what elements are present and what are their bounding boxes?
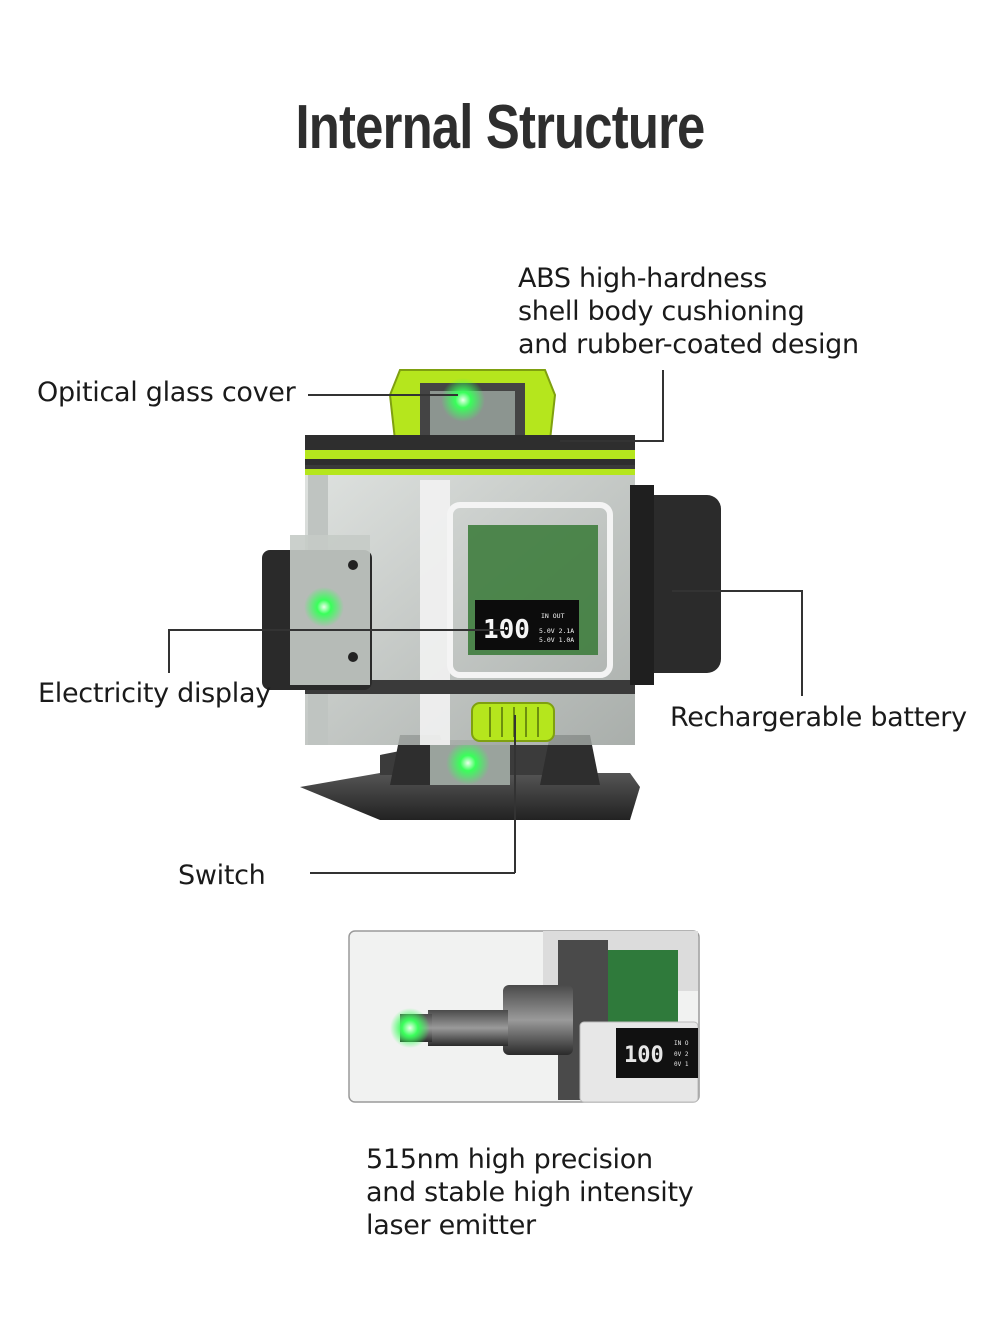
- left-laser-glow: [304, 587, 344, 627]
- laser-level-illustration: 100 IN OUT 5.0V 2.1A 5.0V 1.0A: [262, 369, 721, 820]
- electricity-display-pointer-h: [168, 629, 504, 631]
- laser-emitter-inset: 100 IN O 0V 2 0V 1: [348, 930, 700, 1103]
- electricity-display-screen: [475, 600, 579, 650]
- display-header: IN OUT: [541, 612, 565, 620]
- glass-cover-label: Opitical glass cover: [37, 377, 296, 408]
- display-row-1: 5.0V 2.1A: [539, 627, 574, 635]
- top-laser-glow: [441, 378, 485, 422]
- inset-display-reading: 100: [624, 1043, 664, 1068]
- laser-emitter-label: 515nm high precision and stable high int…: [366, 1144, 694, 1241]
- rechargeable-battery-label: Rechargerable battery: [670, 702, 967, 733]
- electricity-display-label: Electricity display: [38, 678, 271, 709]
- battery-pack: [635, 495, 721, 673]
- abs-shell-pointer-h: [560, 440, 664, 442]
- switch-pointer-h: [310, 872, 515, 874]
- electricity-display-pointer-v: [168, 629, 170, 673]
- display-row-2: 5.0V 1.0A: [539, 636, 574, 644]
- inset-display-row-2: 0V 1: [674, 1061, 689, 1068]
- emitter-barrel-rear: [503, 985, 573, 1055]
- battery-pointer-v: [801, 590, 803, 696]
- glass-cover-pointer: [308, 394, 458, 396]
- emitter-barrel: [428, 1010, 508, 1046]
- inset-display-row-1: 0V 2: [674, 1051, 689, 1058]
- abs-shell-label: ABS high-hardness shell body cushioning …: [518, 263, 859, 360]
- inset-display-header: IN O: [674, 1040, 689, 1047]
- emitter-laser-glow: [390, 1008, 430, 1048]
- switch-pointer-v: [514, 715, 516, 873]
- switch-label: Switch: [178, 860, 266, 891]
- bottom-laser-glow: [446, 741, 490, 785]
- page-title: Internal Structure: [295, 93, 705, 162]
- battery-pointer-h: [672, 590, 802, 592]
- abs-shell-pointer-v: [662, 370, 664, 440]
